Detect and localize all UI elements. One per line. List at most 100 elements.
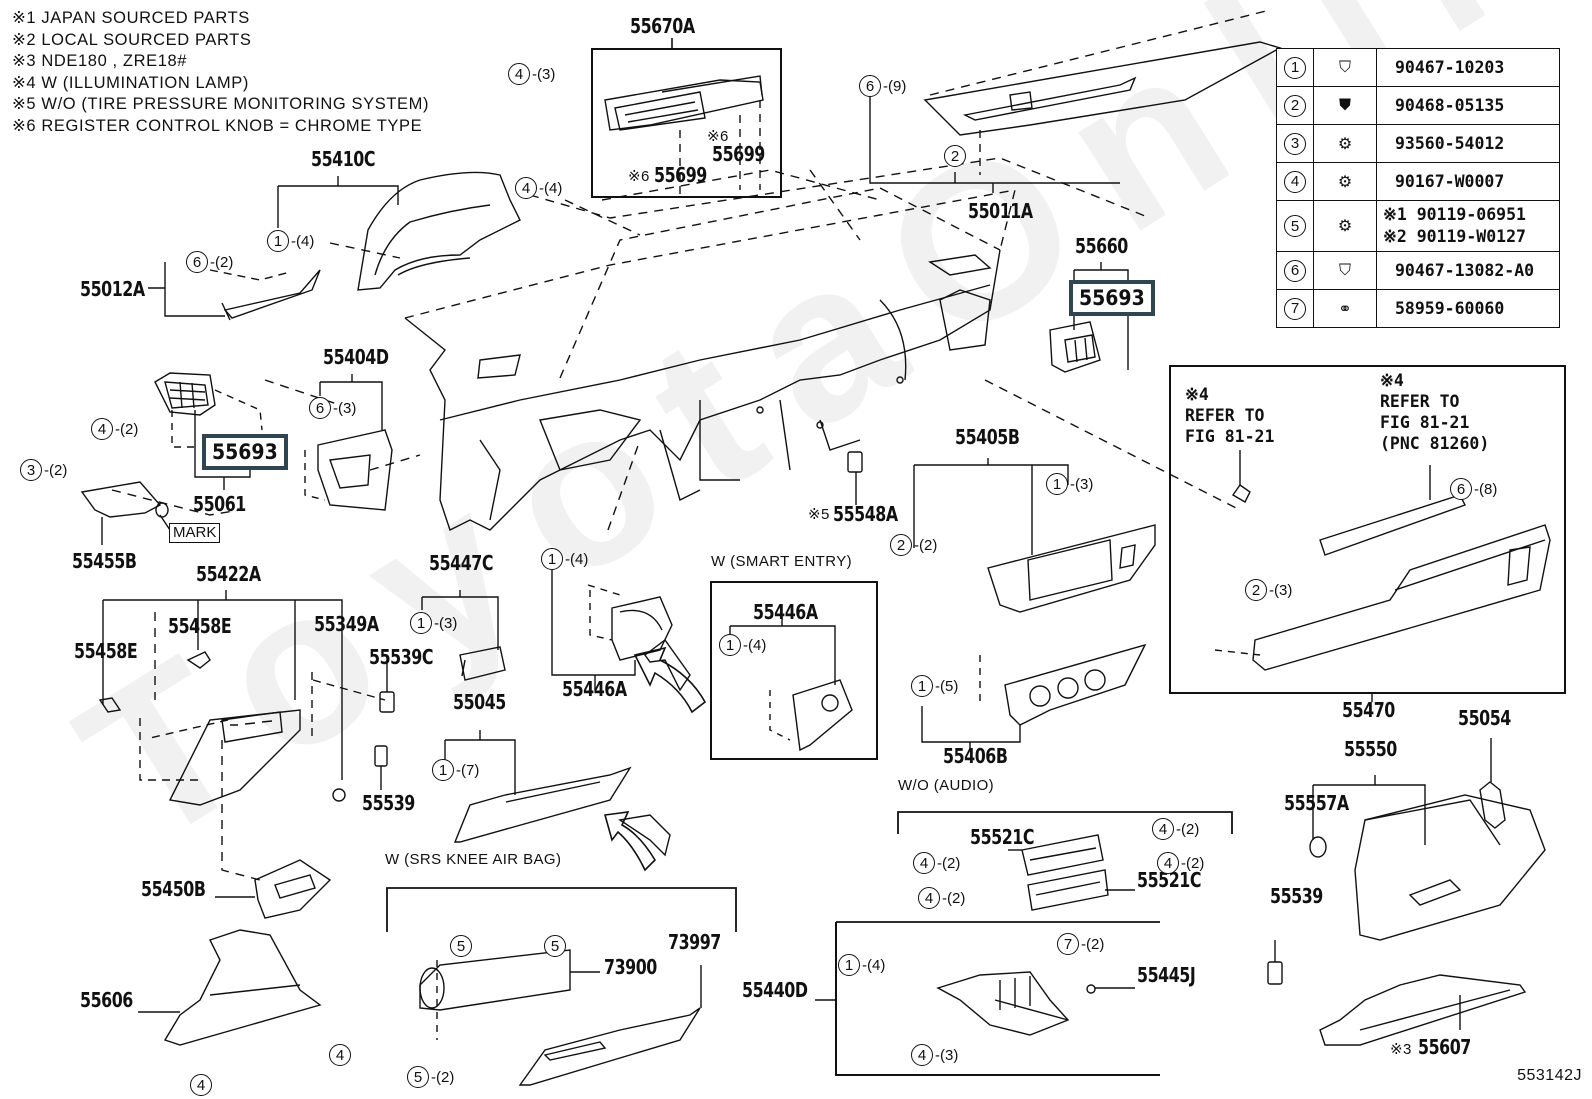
- part-label-55012A[interactable]: 55012A: [80, 277, 145, 301]
- fastener-callout[interactable]: 4: [190, 1074, 214, 1096]
- legend-row: 6 ⛉ 90467-13082-A0: [1276, 251, 1560, 290]
- part-label-55450B[interactable]: 55450B: [141, 877, 206, 901]
- part-label-55349A[interactable]: 55349A: [314, 612, 379, 636]
- highlighted-part-55693[interactable]: 55693: [202, 434, 288, 470]
- part-label-55699[interactable]: 55699: [712, 142, 765, 166]
- fastener-callout[interactable]: 6-(3): [309, 397, 356, 419]
- part-number[interactable]: 58959-60060: [1376, 289, 1560, 328]
- part-label-55445J[interactable]: 55445J: [1137, 963, 1196, 987]
- part-label-55410C[interactable]: 55410C: [311, 147, 376, 171]
- tray-55440D: [936, 971, 1135, 1036]
- part-label-55440D[interactable]: 55440D: [742, 978, 808, 1002]
- note-marker: ※5: [808, 506, 830, 523]
- note-4: ※4 W (ILLUMINATION LAMP): [12, 73, 249, 92]
- fastener-callout[interactable]: 4-(2): [91, 418, 138, 440]
- part-number[interactable]: 90467-10203: [1376, 48, 1560, 87]
- part-label-55446A[interactable]: 55446A: [562, 677, 627, 701]
- part-label-55670A[interactable]: 55670A: [630, 14, 695, 38]
- part-label-55045[interactable]: 55045: [453, 690, 506, 714]
- cushion-icon: ⚭: [1338, 300, 1352, 318]
- fastener-callout[interactable]: 6-(8): [1450, 478, 1497, 500]
- fastener-callout[interactable]: 7-(2): [1057, 933, 1104, 955]
- airbag-73900: [419, 949, 600, 1040]
- highlighted-part-55693[interactable]: 55693: [1069, 280, 1155, 316]
- part-number[interactable]: 93560-54012: [1376, 124, 1560, 163]
- part-number[interactable]: 90467-13082-A0: [1376, 251, 1560, 290]
- panel-55045: [444, 730, 671, 857]
- part-label-55458E[interactable]: 55458E: [74, 639, 138, 663]
- clips-left: [374, 655, 395, 790]
- part-label-55470[interactable]: 55470: [1342, 698, 1395, 722]
- fastener-callout[interactable]: 2-(2): [890, 534, 937, 556]
- fastener-callout[interactable]: 1-(4): [719, 634, 766, 656]
- fastener-callout[interactable]: 4-(3): [911, 1044, 958, 1066]
- box-knee-airbag: [386, 887, 737, 932]
- part-number[interactable]: ※2 90119-W0127: [1383, 227, 1526, 246]
- part-label-73997[interactable]: 73997: [668, 930, 721, 954]
- part-label-55548A[interactable]: 55548A: [833, 502, 898, 526]
- part-label-55404D[interactable]: 55404D: [323, 345, 389, 369]
- part-number[interactable]: ※1 90119-06951: [1383, 205, 1526, 224]
- fastener-callout[interactable]: 5: [450, 935, 474, 957]
- part-label-55406B[interactable]: 55406B: [943, 744, 1008, 768]
- part-label-55054[interactable]: 55054: [1458, 706, 1511, 730]
- fastener-callout[interactable]: 6-(9): [859, 75, 906, 97]
- fastener-callout[interactable]: 1-(4): [267, 230, 314, 252]
- part-label-55539[interactable]: 55539: [362, 791, 415, 815]
- part-label-55699[interactable]: 55699: [654, 163, 707, 187]
- fastener-callout[interactable]: 2: [944, 145, 968, 167]
- refer-note-right: ※4 REFER TO FIG 81-21 (PNC 81260): [1380, 371, 1490, 453]
- glovebox-55550: [1309, 775, 1546, 941]
- part-label-55422A[interactable]: 55422A: [196, 562, 261, 586]
- fastener-callout[interactable]: 4: [329, 1044, 353, 1066]
- part-label-55557A[interactable]: 55557A: [1284, 791, 1349, 815]
- part-number[interactable]: 90468-05135: [1376, 86, 1560, 125]
- fastener-callout[interactable]: 4-(2): [918, 887, 965, 909]
- fastener-callout[interactable]: 4-(4): [515, 177, 562, 199]
- part-label-55606[interactable]: 55606: [80, 988, 133, 1012]
- fastener-callout[interactable]: 3-(2): [20, 459, 67, 481]
- part-label-55455B[interactable]: 55455B: [72, 549, 137, 573]
- fastener-callout[interactable]: 6-(2): [186, 251, 233, 273]
- fastener-callout[interactable]: 4-(2): [1157, 852, 1204, 874]
- part-label-55458E[interactable]: 55458E: [168, 614, 232, 638]
- fastener-callout[interactable]: 4-(2): [913, 852, 960, 874]
- fastener-callout[interactable]: 1-(4): [541, 548, 588, 570]
- fastener-callout[interactable]: 5-(2): [407, 1066, 454, 1088]
- section-label-knee-airbag: W (SRS KNEE AIR BAG): [385, 851, 562, 868]
- box-smart-entry: [710, 581, 878, 760]
- instrument-panel-body: [404, 249, 1001, 531]
- part-label-55539C[interactable]: 55539C: [369, 645, 434, 669]
- screw-icon: ⚙: [1337, 173, 1353, 191]
- trim-55012A: [148, 262, 321, 321]
- fastener-callout[interactable]: 1-(3): [1046, 473, 1093, 495]
- fastener-callout[interactable]: 1-(7): [432, 759, 479, 781]
- part-label-55061[interactable]: 55061: [193, 492, 246, 516]
- fastener-callout[interactable]: 1-(3): [410, 612, 457, 634]
- part-number[interactable]: 90167-W0007: [1376, 162, 1560, 201]
- part-label-55607[interactable]: 55607: [1418, 1035, 1471, 1059]
- meter-hood-55410C: [277, 171, 521, 291]
- fastener-callout[interactable]: 1-(4): [838, 954, 885, 976]
- part-label-55446A[interactable]: 55446A: [753, 600, 818, 624]
- panel-55404D: [304, 374, 393, 511]
- fastener-callout[interactable]: 4-(2): [1152, 818, 1199, 840]
- register-55670A: [604, 75, 764, 195]
- part-label-55447C[interactable]: 55447C: [429, 551, 494, 575]
- part-label-55521C[interactable]: 55521C: [970, 825, 1035, 849]
- part-label-55550[interactable]: 55550: [1344, 737, 1397, 761]
- ref-circle: 6: [1284, 259, 1306, 282]
- fastener-callout[interactable]: 2-(3): [1245, 579, 1292, 601]
- part-label-73900[interactable]: 73900: [604, 955, 657, 979]
- part-label-55539[interactable]: 55539: [1270, 884, 1323, 908]
- note-1: ※1 JAPAN SOURCED PARTS: [12, 9, 250, 27]
- fastener-callout[interactable]: 1-(5): [911, 675, 958, 697]
- fastener-callout[interactable]: 4-(3): [508, 63, 555, 85]
- notes-list: ※1 JAPAN SOURCED PARTS ※2 LOCAL SOURCED …: [12, 8, 429, 138]
- fastener-callout[interactable]: 5: [544, 935, 568, 957]
- part-label-55011A[interactable]: 55011A: [968, 199, 1033, 223]
- panel-55446A: [551, 570, 691, 692]
- part-label-55660[interactable]: 55660: [1075, 234, 1128, 258]
- part-label-55405B[interactable]: 55405B: [955, 425, 1020, 449]
